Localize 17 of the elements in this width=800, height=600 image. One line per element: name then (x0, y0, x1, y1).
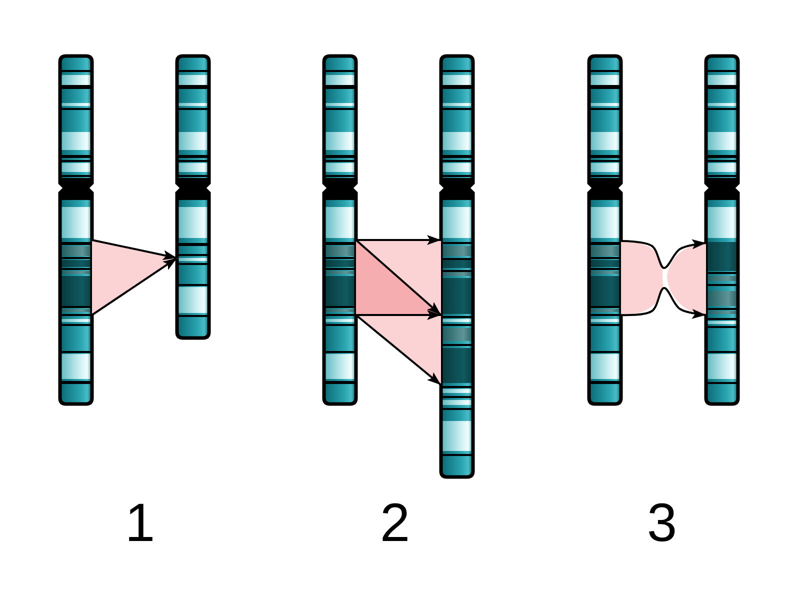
chromosome-drawing (57, 53, 95, 407)
arrow (355, 239, 442, 316)
arrow (91, 257, 178, 316)
arrow (92, 239, 178, 260)
arrow (356, 310, 441, 320)
panel-number: 2 (378, 493, 412, 553)
arrow (356, 235, 441, 245)
chromosome-drawing (586, 53, 624, 407)
arrow (620, 287, 706, 319)
arrow (355, 314, 442, 386)
chromosome-drawing (174, 53, 212, 341)
chromosome-drawing (438, 53, 476, 480)
panel-number: 1 (124, 493, 156, 553)
panel-number: 3 (646, 493, 678, 553)
chromosome-drawing (703, 53, 741, 407)
chromosome-drawing (321, 53, 359, 407)
arrow (621, 239, 706, 269)
